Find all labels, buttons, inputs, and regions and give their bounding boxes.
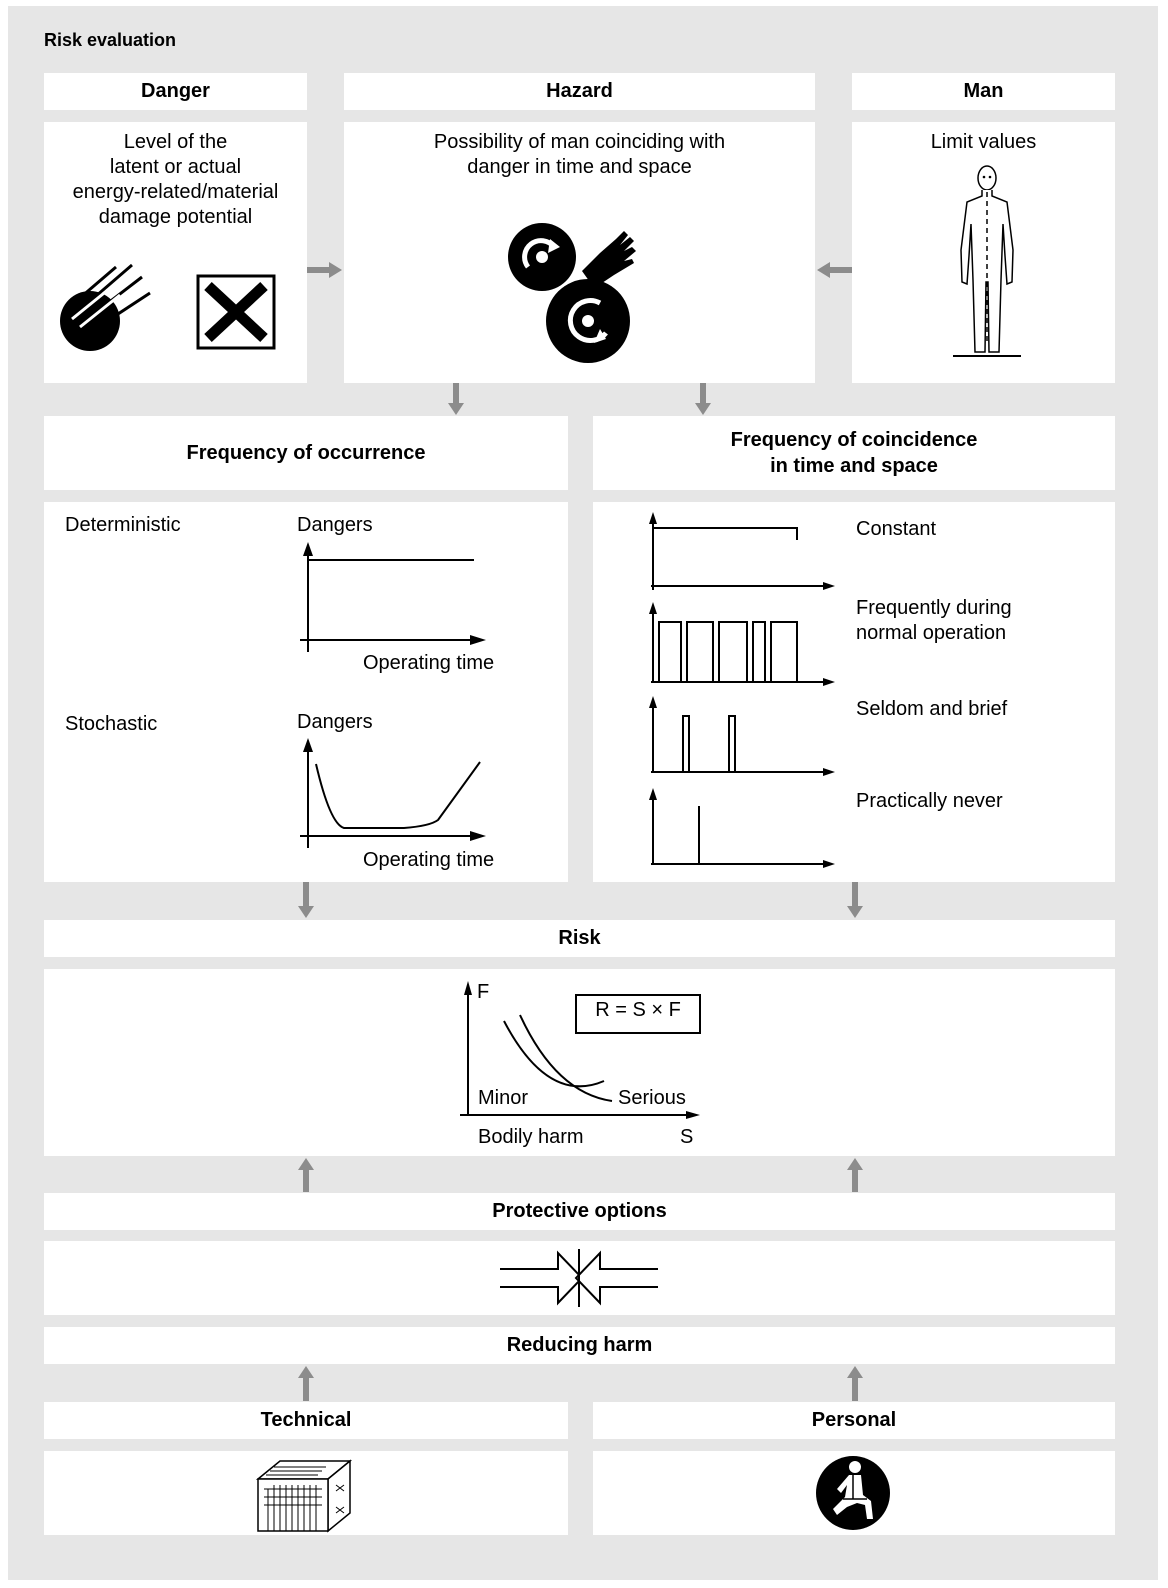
rotating-discs-icon bbox=[508, 223, 636, 363]
coincidence-graphs bbox=[649, 512, 835, 868]
hazard-panel: Possibility of man coinciding with dange… bbox=[344, 122, 815, 383]
stochastic-y-label: Dangers bbox=[297, 711, 373, 733]
personal-header: Personal bbox=[593, 1402, 1115, 1439]
risk-header: Risk bbox=[44, 920, 1115, 957]
danger-header: Danger bbox=[44, 73, 307, 110]
arrow-up-reducing-right bbox=[847, 1366, 863, 1401]
constant-graph bbox=[649, 512, 835, 590]
deterministic-graph bbox=[300, 542, 486, 652]
stochastic-label: Stochastic bbox=[65, 713, 158, 735]
hand-icon bbox=[582, 231, 636, 285]
arrow-danger-to-hazard bbox=[307, 262, 342, 278]
deterministic-label: Deterministic bbox=[65, 514, 181, 536]
coincidence-header-line: in time and space bbox=[770, 455, 938, 477]
protective-harness-icon bbox=[816, 1456, 890, 1530]
danger-text-line: Level of the bbox=[123, 131, 228, 153]
deterministic-y-label: Dangers bbox=[297, 514, 373, 536]
never-graph bbox=[649, 788, 835, 868]
meteor-icon bbox=[60, 263, 151, 351]
protective-header: Protective options bbox=[44, 1193, 1115, 1230]
occurrence-panel: Deterministic Dangers Operating time Sto… bbox=[44, 502, 568, 882]
seldom-graph bbox=[649, 696, 835, 776]
arrow-man-to-hazard bbox=[817, 262, 852, 278]
arrow-down-risk-right bbox=[847, 882, 863, 918]
frequent-label-line: Frequently during bbox=[856, 597, 1012, 619]
hazard-text-line: danger in time and space bbox=[467, 156, 692, 178]
hazard-text-line: Possibility of man coinciding with bbox=[433, 131, 726, 153]
diagram-title: Risk evaluation bbox=[44, 30, 177, 50]
frequent-graph bbox=[649, 602, 835, 686]
reducing-header: Reducing harm bbox=[44, 1327, 1115, 1364]
occurrence-header: Frequency of occurrence bbox=[44, 416, 568, 490]
arrow-down-coincidence bbox=[695, 383, 711, 415]
constant-label: Constant bbox=[856, 518, 937, 540]
man-header: Man bbox=[852, 73, 1115, 110]
arrow-up-risk-right bbox=[847, 1158, 863, 1192]
deterministic-x-label: Operating time bbox=[363, 652, 495, 674]
never-label: Practically never bbox=[856, 790, 1003, 812]
frequent-label-line: normal operation bbox=[856, 622, 1007, 644]
stochastic-graph bbox=[300, 738, 486, 848]
machine-enclosure-icon bbox=[255, 1459, 353, 1533]
danger-panel: Level of the latent or actual energy-rel… bbox=[44, 122, 307, 383]
technical-panel bbox=[44, 1451, 568, 1535]
man-panel: Limit values bbox=[852, 122, 1115, 383]
risk-formula: R = S × F bbox=[595, 999, 681, 1021]
danger-text-line: latent or actual bbox=[109, 156, 242, 178]
frequent-label: Frequently during normal operation bbox=[856, 596, 1012, 646]
personal-panel bbox=[593, 1451, 1115, 1535]
hazard-description: Possibility of man coinciding with dange… bbox=[344, 130, 815, 180]
seldom-label: Seldom and brief bbox=[856, 698, 1008, 720]
risk-s-label: S bbox=[680, 1126, 694, 1148]
danger-text-line: energy-related/material bbox=[72, 181, 279, 203]
protective-panel bbox=[44, 1241, 1115, 1315]
arrow-down-occurrence bbox=[448, 383, 464, 415]
danger-description: Level of the latent or actual energy-rel… bbox=[44, 130, 307, 230]
coincidence-header: Frequency of coincidence in time and spa… bbox=[593, 416, 1115, 490]
arrow-down-risk-left bbox=[298, 882, 314, 918]
limit-values-label: Limit values bbox=[930, 131, 1037, 153]
human-figure-icon bbox=[953, 165, 1021, 357]
x-box-icon bbox=[196, 274, 276, 350]
risk-minor-label: Minor bbox=[478, 1087, 529, 1109]
risk-serious-label: Serious bbox=[618, 1087, 686, 1109]
coincidence-panel: Constant Frequently during normal operat… bbox=[593, 502, 1115, 882]
stochastic-x-label: Operating time bbox=[363, 849, 495, 871]
hazard-header: Hazard bbox=[344, 73, 815, 110]
arrow-up-risk-left bbox=[298, 1158, 314, 1192]
risk-panel: F R = S × F Minor Serious Bodily harm S bbox=[44, 969, 1115, 1156]
technical-header: Technical bbox=[44, 1402, 568, 1439]
danger-text-line: damage potential bbox=[98, 206, 253, 228]
risk-graph bbox=[460, 981, 701, 1119]
coincidence-header-line: Frequency of coincidence bbox=[730, 429, 978, 451]
risk-f-label: F bbox=[477, 981, 490, 1003]
arrow-up-reducing-left bbox=[298, 1366, 314, 1401]
converging-arrows-icon bbox=[500, 1249, 658, 1307]
risk-x-label: Bodily harm bbox=[478, 1126, 584, 1148]
